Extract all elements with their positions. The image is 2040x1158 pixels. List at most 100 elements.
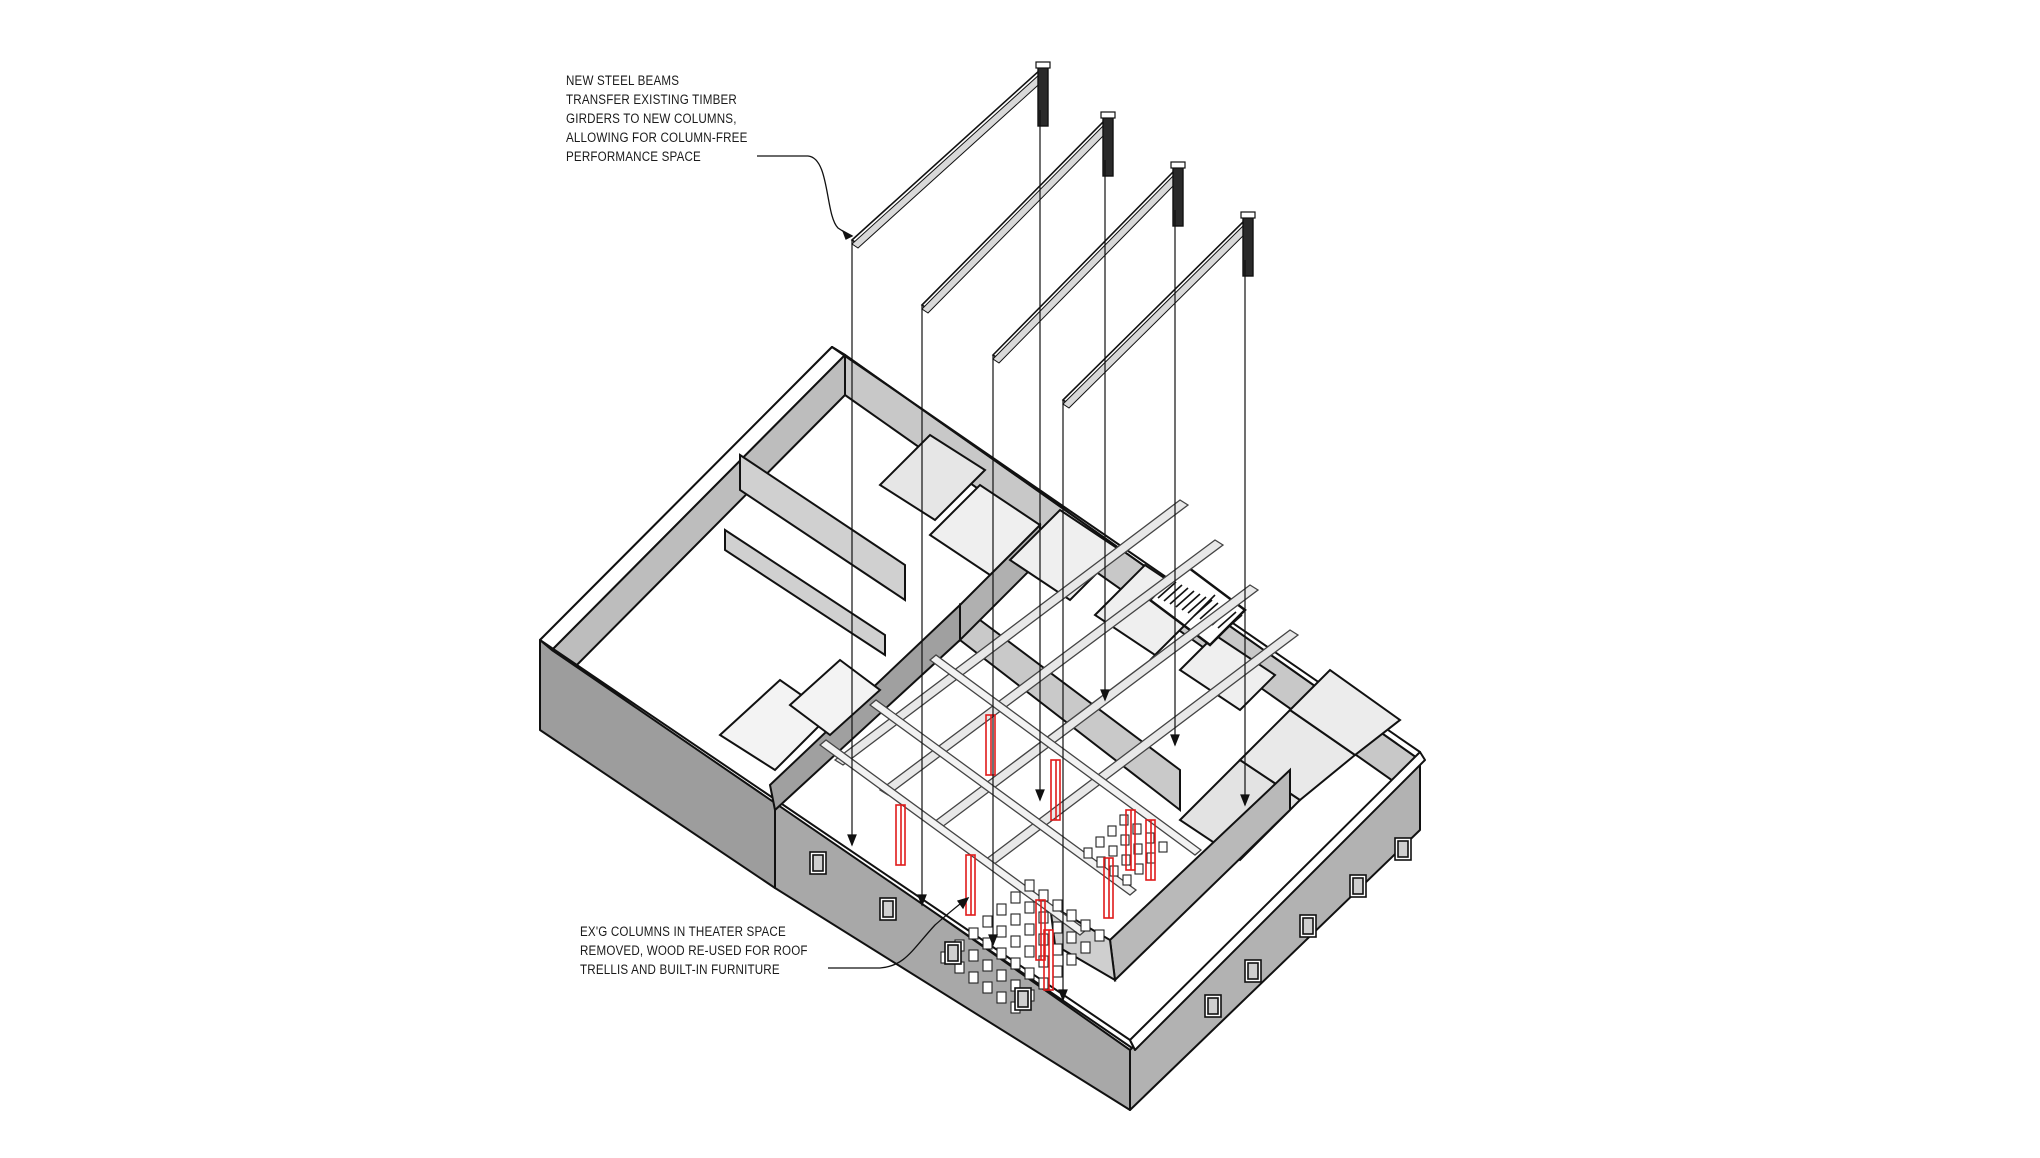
timber-girders (818, 499, 1300, 936)
seat (1024, 901, 1035, 914)
seat (1024, 967, 1035, 980)
seat (1010, 935, 1021, 948)
drop-arrow (988, 934, 998, 947)
seat (996, 969, 1007, 982)
stair-rail (1149, 594, 1216, 661)
seat (1010, 913, 1021, 926)
seat (1052, 899, 1063, 912)
window-pane (1352, 877, 1364, 895)
annotation-line: REMOVED, WOOD RE-USED FOR ROOF (580, 943, 808, 958)
seat (1052, 965, 1063, 978)
stair-tread (1181, 593, 1201, 611)
seat (1119, 814, 1129, 826)
drop-arrow (917, 894, 927, 907)
seat (1096, 856, 1106, 868)
drop-lines (847, 110, 1250, 1002)
partition-wall-1 (739, 453, 906, 602)
annotation-line: NEW STEEL BEAMS (566, 73, 680, 88)
stair-tread (1175, 590, 1195, 608)
annotation-existing-columns: EX'G COLUMNS IN THEATER SPACE REMOVED, W… (580, 922, 808, 979)
stair-tread (1199, 602, 1219, 620)
leader-arrow-2 (956, 896, 970, 910)
seat (1107, 825, 1117, 837)
steel-beam-cap (1240, 211, 1256, 219)
facade-windows (809, 837, 1412, 1018)
seat (1083, 847, 1093, 859)
steel-beam-flange (1062, 223, 1252, 409)
seat (1066, 931, 1077, 944)
window-pane (1207, 997, 1219, 1015)
steel-beam-flange (992, 173, 1182, 364)
seat (1066, 909, 1077, 922)
seat (1094, 929, 1105, 942)
seat (1038, 911, 1049, 924)
steel-beam-cap (1035, 61, 1051, 69)
stair-tread (1217, 611, 1237, 629)
seat (968, 949, 979, 962)
room-e (1178, 633, 1277, 712)
annotation-line: GIRDERS TO NEW COLUMNS, (566, 111, 737, 126)
drop-arrow (1035, 789, 1045, 802)
drop-arrow (1100, 689, 1110, 702)
seat (996, 925, 1007, 938)
seat (1080, 941, 1091, 954)
seat (996, 947, 1007, 960)
steel-beam-cap (1170, 161, 1186, 169)
window-pane (882, 900, 894, 918)
drop-arrow (1240, 794, 1250, 807)
stair-tread (1163, 584, 1183, 602)
stair-tread (1223, 614, 1243, 632)
seat (996, 991, 1007, 1004)
window-pane (947, 944, 959, 962)
seat (1010, 957, 1021, 970)
window-pane (812, 854, 824, 872)
seat (982, 981, 993, 994)
annotation-steel-beams: NEW STEEL BEAMS TRANSFER EXISTING TIMBER… (566, 71, 748, 166)
leader-lines (757, 155, 970, 969)
steel-beams (850, 61, 1256, 409)
timber-girder (833, 499, 1190, 766)
drop-arrow (1170, 734, 1180, 747)
leader-arrow-1 (841, 229, 854, 240)
drop-arrow (1058, 989, 1068, 1002)
front-right-top (1129, 751, 1426, 1051)
annotation-line: EX'G COLUMNS IN THEATER SPACE (580, 924, 786, 939)
seat (996, 903, 1007, 916)
seat (968, 971, 979, 984)
window-pane (1397, 840, 1409, 858)
seat (1108, 845, 1118, 857)
ridge-beam (928, 654, 1203, 856)
seat (1145, 832, 1155, 844)
seat (1024, 879, 1035, 892)
seat (1052, 921, 1063, 934)
annotation-line: ALLOWING FOR COLUMN-FREE (566, 130, 748, 145)
seat (1010, 891, 1021, 904)
seat (1066, 953, 1077, 966)
seat (1109, 865, 1119, 877)
seat (1133, 843, 1143, 855)
room-g (788, 658, 882, 737)
annotation-line: PERFORMANCE SPACE (566, 149, 701, 164)
stair-tread (1187, 596, 1207, 614)
removed-columns (895, 714, 1156, 991)
seat (1122, 874, 1132, 886)
seat (1024, 945, 1035, 958)
stair-tread (1169, 587, 1189, 605)
seat (1024, 923, 1035, 936)
ridge-beam (868, 699, 1138, 896)
room-j (1288, 668, 1402, 757)
seat (1132, 823, 1142, 835)
seat (982, 959, 993, 972)
room-a (878, 433, 987, 522)
seat (1120, 834, 1130, 846)
seat (1052, 943, 1063, 956)
window-pane (1247, 962, 1259, 980)
stair-tread (1157, 581, 1177, 599)
seat (1095, 836, 1105, 848)
seat (982, 915, 993, 928)
window-pane (1302, 917, 1314, 935)
seat (1080, 919, 1091, 932)
seat (1038, 889, 1049, 902)
